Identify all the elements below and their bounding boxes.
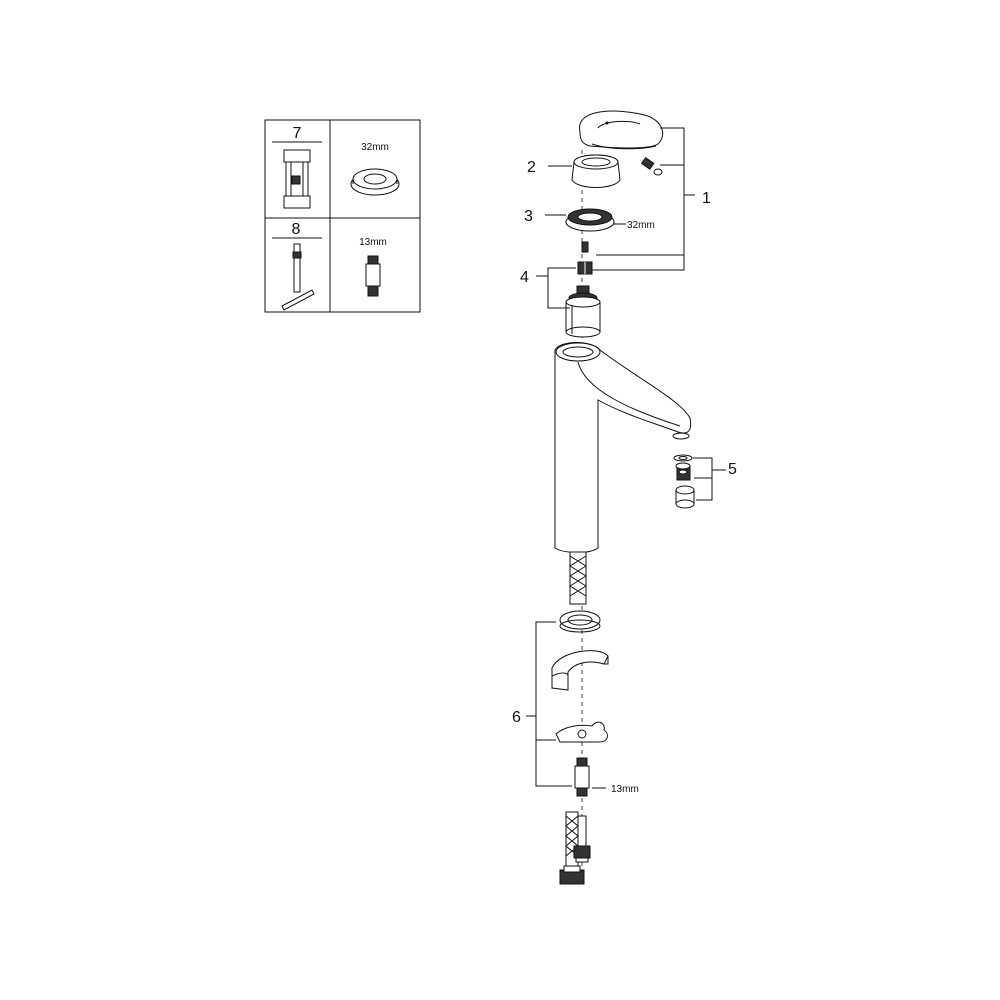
faucet-body (554, 342, 692, 553)
tool-7-cell: 7 32mm (272, 125, 400, 209)
threaded-stud: 13mm (574, 757, 639, 797)
tool-8-size: 13mm (359, 237, 387, 248)
stud-dimension: 13mm (611, 784, 639, 795)
cover-cap: 2 (527, 154, 621, 188)
tool-7-number: 7 (293, 125, 302, 142)
callout-4-bracket: 4 (520, 267, 576, 309)
callout-1-bracket: 1 (592, 127, 711, 271)
tools-box: 7 32mm 8 (264, 119, 421, 313)
supply-hoses (559, 811, 591, 885)
callout-4: 4 (520, 269, 529, 286)
socket-wrench-tool-icon (281, 243, 315, 311)
tool-8-cell: 8 13mm (272, 221, 387, 311)
horseshoe-washer (551, 650, 609, 691)
tool-8-number: 8 (292, 221, 301, 238)
cartridge (565, 285, 601, 338)
cartridge-adapter (577, 261, 593, 275)
callout-5: 5 (728, 461, 737, 478)
lever-handle (579, 110, 663, 150)
callout-6: 6 (512, 709, 521, 726)
faucet-assembly: 1 2 3 32mm (512, 110, 737, 885)
aerator-set: 5 (673, 454, 737, 509)
cartridge-key-tool-icon (283, 149, 311, 209)
callout-3: 3 (524, 208, 533, 225)
callout-6-bracket: 6 (512, 621, 572, 787)
handle-screw (640, 156, 663, 176)
callout-1: 1 (702, 190, 711, 207)
cartridge-nut: 3 32mm (524, 208, 655, 232)
fixing-plate (555, 721, 608, 743)
nut-dimension: 32mm (627, 220, 655, 231)
hose-fitting-13mm-icon (365, 255, 381, 297)
cartridge-screw (581, 241, 589, 253)
callout-2: 2 (527, 159, 536, 176)
braided-hose-upper (569, 551, 587, 605)
mounting-gasket (559, 610, 601, 633)
nut-32mm-icon (350, 168, 400, 196)
tool-7-size: 32mm (361, 142, 389, 153)
